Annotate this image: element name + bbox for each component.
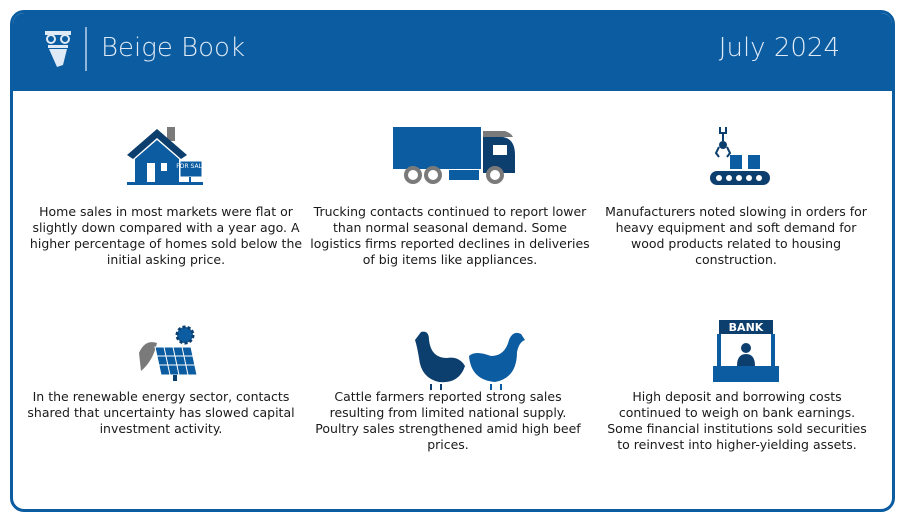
page-title: Beige Book [101,33,246,63]
bank-teller-icon: BANK [713,320,779,382]
trucking-text: Trucking contacts continued to report lo… [310,204,590,267]
house-for-sale-icon: FOR SALE [127,127,206,185]
solar-panel-icon [139,325,198,381]
chicken-icon [415,331,525,390]
banking-text: High deposit and borrowing costs continu… [607,389,867,452]
bank-sign: BANK [729,321,764,334]
for-sale-sign: FOR SALE [176,163,206,170]
truck-icon [393,127,515,184]
agriculture-text: Cattle farmers reported strong sales res… [315,389,581,452]
report-date: July 2024 [718,33,840,63]
renewable-energy-text: In the renewable energy sector, contacts… [27,389,295,436]
header-divider [85,27,87,71]
beige-book-card: Beige Book July 2024 FOR SALE BANK Home … [10,10,895,512]
home-sales-text: Home sales in most markets were flat or … [29,204,303,267]
conveyor-robot-icon [710,127,770,185]
manufacturing-text: Manufacturers noted slowing in orders fo… [605,204,867,267]
fed-column-logo-icon [45,31,71,67]
header: Beige Book July 2024 [13,13,892,91]
